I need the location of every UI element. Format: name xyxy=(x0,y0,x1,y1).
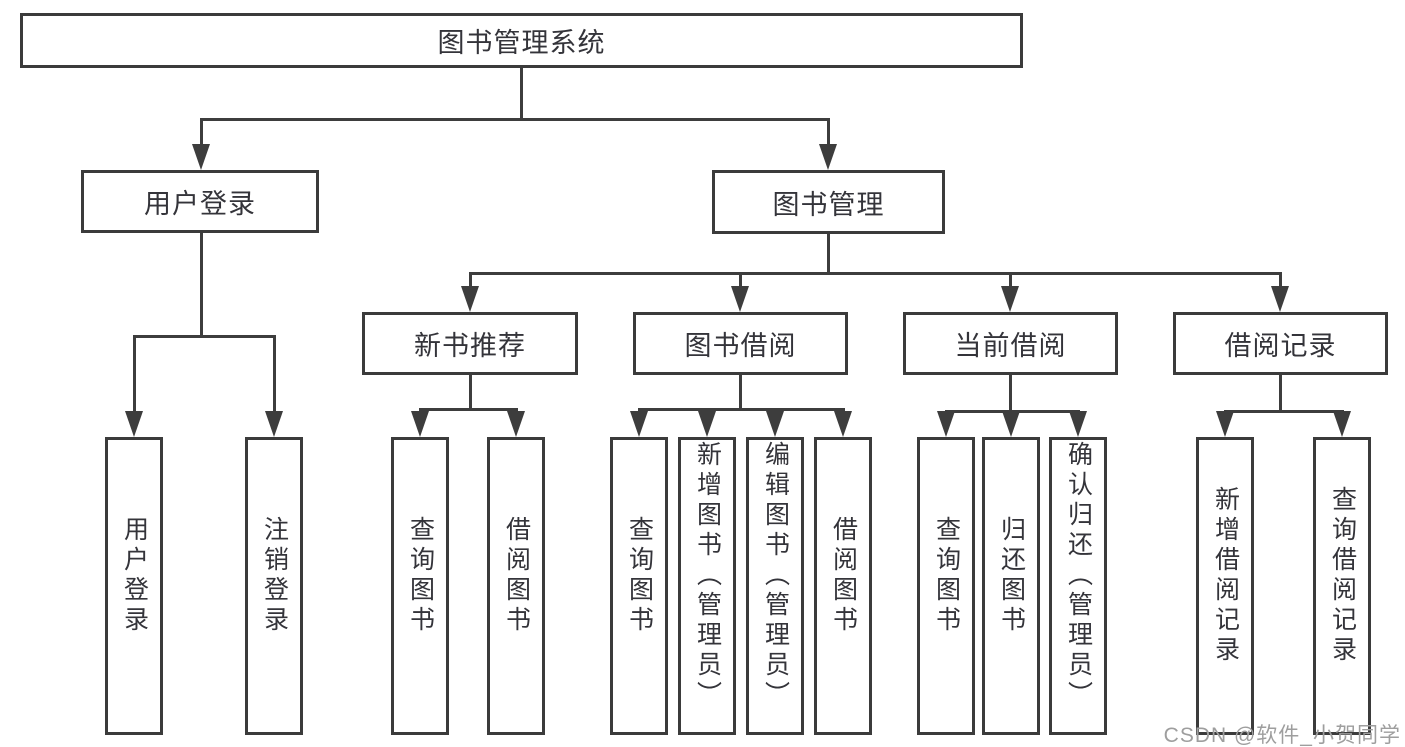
node-library-system-label: 图书管理系统 xyxy=(437,28,606,58)
leaf-logout: 注销登录 xyxy=(245,437,303,735)
leaf-borrow-books-2-label: 借阅图书 xyxy=(829,516,858,636)
leaf-add-books-admin: 新增图书（管理员） xyxy=(678,437,736,735)
arrowhead-book-borrow xyxy=(731,286,749,312)
node-current-borrowing: 当前借阅 xyxy=(903,312,1118,375)
connector-root-stub xyxy=(520,68,523,119)
arrowhead-d1 xyxy=(1002,411,1020,437)
connector-current-borrow-shaft xyxy=(1009,272,1012,290)
leaf-add-borrow-record-label: 新增借阅记录 xyxy=(1211,486,1240,666)
connector-book-mgmt-shaft xyxy=(827,118,830,150)
leaf-add-borrow-record: 新增借阅记录 xyxy=(1196,437,1254,735)
arrowhead-e1 xyxy=(1333,411,1351,437)
connector-borrow-records-shaft xyxy=(1279,272,1282,290)
connector-user-login-shaft xyxy=(200,118,203,150)
leaf-confirm-return-admin: 确认归还（管理员） xyxy=(1049,437,1107,735)
connector-user-login-rail xyxy=(133,335,275,338)
connector-book-borrow-shaft xyxy=(739,272,742,290)
leaf-borrow-books-1: 借阅图书 xyxy=(487,437,545,735)
leaf-query-borrow-record: 查询借阅记录 xyxy=(1313,437,1371,735)
connector-level3-rail xyxy=(469,272,1281,275)
arrowhead-borrow-records xyxy=(1271,286,1289,312)
node-new-book-recommend: 新书推荐 xyxy=(362,312,578,375)
arrowhead-new-book xyxy=(461,286,479,312)
leaf-confirm-return-admin-label: 确认归还（管理员） xyxy=(1064,441,1093,711)
node-borrowing-records: 借阅记录 xyxy=(1173,312,1388,375)
connector-user-login-stub xyxy=(200,233,203,336)
connector-leaf-user-login-shaft xyxy=(133,335,136,415)
node-library-system: 图书管理系统 xyxy=(20,13,1023,68)
leaf-borrow-books-2: 借阅图书 xyxy=(814,437,872,735)
node-book-borrowing-label: 图书借阅 xyxy=(684,331,797,361)
node-book-borrowing: 图书借阅 xyxy=(633,312,848,375)
connector-borrow-records-stub xyxy=(1279,375,1282,412)
node-book-management-label: 图书管理 xyxy=(772,189,885,220)
arrowhead-b0 xyxy=(411,411,429,437)
arrowhead-leaf-logout xyxy=(265,411,283,437)
connector-borrow-records-rail xyxy=(1224,410,1343,413)
leaf-user-login-label: 用户登录 xyxy=(120,516,149,636)
connector-new-book-rail xyxy=(419,408,517,411)
leaf-return-books-label: 归还图书 xyxy=(997,516,1026,636)
arrowhead-book-mgmt xyxy=(819,144,837,170)
node-current-borrowing-label: 当前借阅 xyxy=(954,331,1067,361)
leaf-borrow-books-1-label: 借阅图书 xyxy=(502,516,531,636)
arrowhead-b1 xyxy=(507,411,525,437)
arrowhead-c2 xyxy=(766,411,784,437)
leaf-return-books: 归还图书 xyxy=(982,437,1040,735)
leaf-user-login: 用户登录 xyxy=(105,437,163,735)
arrowhead-c1 xyxy=(698,411,716,437)
connector-current-borrow-stub xyxy=(1009,375,1012,412)
connector-book-borrow-rail xyxy=(638,408,844,411)
arrowhead-d0 xyxy=(937,411,955,437)
arrowhead-c0 xyxy=(630,411,648,437)
leaf-query-books-1: 查询图书 xyxy=(391,437,449,735)
node-borrowing-records-label: 借阅记录 xyxy=(1224,331,1337,361)
node-user-login-label: 用户登录 xyxy=(144,189,256,219)
arrowhead-d2 xyxy=(1069,411,1087,437)
node-user-login: 用户登录 xyxy=(81,170,319,233)
leaf-query-borrow-record-label: 查询借阅记录 xyxy=(1328,486,1357,666)
leaf-query-books-3-label: 查询图书 xyxy=(932,516,961,636)
arrowhead-current-borrow xyxy=(1001,286,1019,312)
leaf-logout-label: 注销登录 xyxy=(260,516,289,636)
leaf-edit-books-admin-label: 编辑图书（管理员） xyxy=(761,441,790,711)
connector-new-book-shaft xyxy=(469,272,472,290)
connector-leaf-logout-shaft xyxy=(273,335,276,415)
leaf-edit-books-admin: 编辑图书（管理员） xyxy=(746,437,804,735)
csdn-watermark: CSDN @软件_小贺同学 xyxy=(1163,724,1401,747)
arrowhead-leaf-user-login xyxy=(125,411,143,437)
leaf-query-books-3: 查询图书 xyxy=(917,437,975,735)
connector-new-book-stub xyxy=(469,375,472,410)
arrowhead-user-login xyxy=(192,144,210,170)
arrowhead-c3 xyxy=(834,411,852,437)
connector-book-mgmt-stub xyxy=(827,234,830,274)
node-book-management: 图书管理 xyxy=(712,170,945,234)
arrowhead-e0 xyxy=(1216,411,1234,437)
leaf-query-books-2: 查询图书 xyxy=(610,437,668,735)
connector-level2-rail xyxy=(200,118,829,121)
node-new-book-recommend-label: 新书推荐 xyxy=(414,331,526,361)
leaf-query-books-2-label: 查询图书 xyxy=(625,516,654,636)
leaf-query-books-1-label: 查询图书 xyxy=(406,516,435,636)
leaf-add-books-admin-label: 新增图书（管理员） xyxy=(693,441,722,711)
connector-book-borrow-stub xyxy=(739,375,742,410)
